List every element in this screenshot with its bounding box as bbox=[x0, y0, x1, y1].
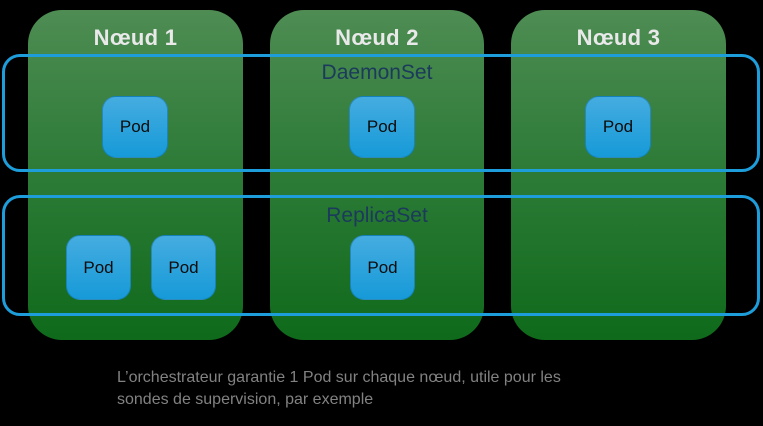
node-1-title: Nœud 1 bbox=[93, 25, 178, 50]
caption: L’orchestrateur garantie 1 Pod sur chaqu… bbox=[117, 367, 561, 411]
caption-line-2: sondes de supervision, par exemple bbox=[117, 391, 374, 408]
daemonset-outline bbox=[2, 54, 760, 172]
pod-label: Pod bbox=[366, 117, 398, 136]
pod-label: Pod bbox=[119, 117, 151, 136]
pod-daemonset-node2: Pod bbox=[349, 96, 415, 158]
pod-replicaset-node1-a: Pod bbox=[66, 235, 131, 300]
pod-label: Pod bbox=[83, 257, 114, 277]
daemonset-label: DaemonSet bbox=[321, 61, 433, 84]
pod-label: Pod bbox=[367, 257, 398, 277]
node-1-box: Nœud 1 bbox=[28, 10, 243, 340]
node-3-box: Nœud 3 bbox=[511, 10, 726, 340]
caption-line-1: L’orchestrateur garantie 1 Pod sur chaqu… bbox=[117, 369, 561, 386]
pod-daemonset-node3: Pod bbox=[585, 96, 651, 158]
node-3-title: Nœud 3 bbox=[576, 25, 661, 50]
pod-replicaset-node2: Pod bbox=[350, 235, 415, 300]
replicaset-label: ReplicaSet bbox=[326, 204, 428, 227]
pod-label: Pod bbox=[168, 257, 199, 277]
node-2-title: Nœud 2 bbox=[335, 25, 419, 50]
pod-replicaset-node1-b: Pod bbox=[151, 235, 216, 300]
pod-daemonset-node1: Pod bbox=[102, 96, 168, 158]
pod-label: Pod bbox=[602, 117, 634, 136]
replicaset-outline bbox=[2, 195, 760, 316]
